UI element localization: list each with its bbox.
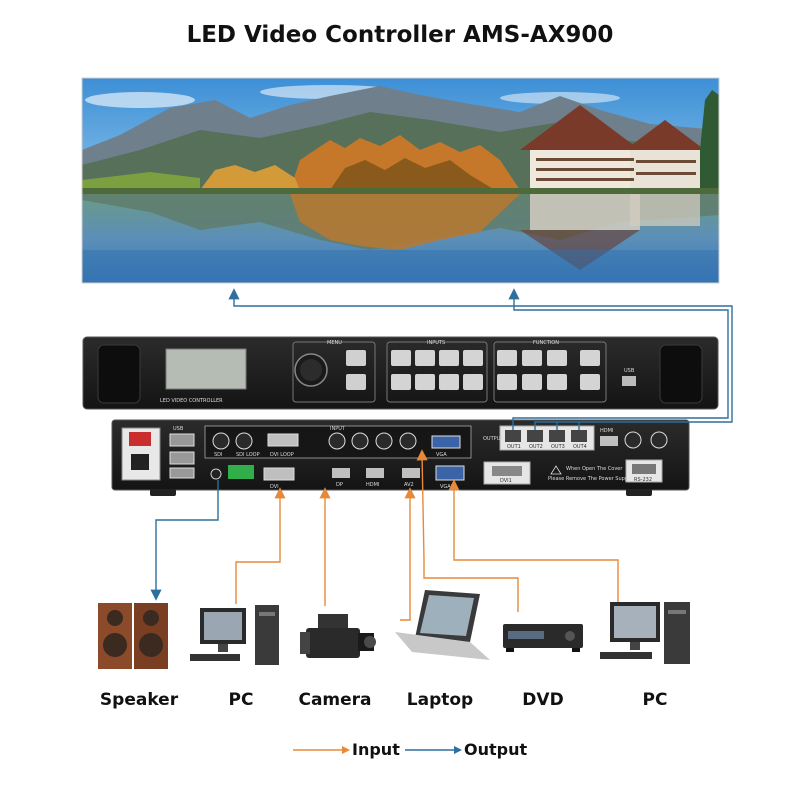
warning-text-line1: When Open The Cover bbox=[566, 466, 623, 472]
input-line-laptop bbox=[400, 487, 416, 621]
input-line-pc-right bbox=[448, 479, 619, 606]
page-title: LED Video Controller AMS-AX900 bbox=[186, 22, 614, 48]
power-socket[interactable] bbox=[131, 454, 149, 470]
rs232-port[interactable] bbox=[632, 464, 656, 474]
device-label-camera: Camera bbox=[298, 690, 372, 710]
dvi1-output-port[interactable] bbox=[492, 466, 522, 476]
svg-text:SDI: SDI bbox=[214, 452, 223, 458]
svg-text:DVI LOOP: DVI LOOP bbox=[270, 452, 294, 458]
output-line-screen-1 bbox=[508, 288, 729, 430]
input-line-pc-left bbox=[235, 487, 286, 604]
output-ports[interactable] bbox=[505, 430, 587, 442]
power-switch[interactable] bbox=[129, 432, 151, 446]
svg-text:DVI: DVI bbox=[270, 484, 279, 490]
function-buttons[interactable] bbox=[497, 350, 600, 390]
out4-label: OUT4 bbox=[573, 444, 587, 450]
bnc-connectors[interactable] bbox=[212, 432, 417, 450]
front-brand-label: LED VIDEO CONTROLLER bbox=[160, 398, 223, 404]
hdmi-output-port[interactable] bbox=[600, 436, 618, 446]
menu-button-down[interactable] bbox=[346, 374, 366, 390]
hdmi-port[interactable] bbox=[366, 468, 384, 478]
device-label-pc-left: PC bbox=[228, 690, 254, 710]
input-line-dvd bbox=[416, 449, 519, 612]
output-line-screen-2 bbox=[228, 288, 733, 430]
device-label-pc-right: PC bbox=[642, 690, 668, 710]
svg-text:RS-232: RS-232 bbox=[634, 477, 652, 483]
svg-text:HDMI: HDMI bbox=[600, 428, 613, 434]
svg-text:DP: DP bbox=[336, 482, 343, 488]
svg-text:SDI LOOP: SDI LOOP bbox=[236, 452, 260, 458]
warning-text-line2: Please Remove The Power Supply bbox=[548, 476, 632, 482]
device-label-speaker: Speaker bbox=[99, 690, 179, 710]
legend-input-label: Input bbox=[352, 740, 400, 759]
legend-output-label: Output bbox=[464, 740, 528, 759]
laptop-icon bbox=[395, 590, 490, 660]
svg-text:DVI1: DVI1 bbox=[500, 478, 512, 484]
pc-right-icon bbox=[600, 602, 690, 664]
output-line-speaker bbox=[150, 480, 219, 601]
speaker-icon bbox=[98, 603, 168, 669]
dvi-loop-port[interactable] bbox=[267, 433, 299, 447]
svg-text:AV2: AV2 bbox=[404, 482, 414, 488]
out3-label: OUT3 bbox=[551, 444, 565, 450]
front-usb-label: USB bbox=[624, 368, 635, 374]
out1-label: OUT1 bbox=[507, 444, 521, 450]
camera-icon bbox=[300, 614, 376, 658]
front-usb-port[interactable] bbox=[622, 376, 636, 386]
vga-port[interactable] bbox=[431, 435, 461, 449]
out2-label: OUT2 bbox=[529, 444, 543, 450]
svg-text:VGA: VGA bbox=[436, 452, 447, 458]
dp-port[interactable] bbox=[332, 468, 350, 478]
input-buttons[interactable] bbox=[391, 350, 483, 390]
menu-button-up[interactable] bbox=[346, 350, 366, 366]
audio-jack[interactable] bbox=[210, 468, 222, 480]
output-area-label: OUTPUT bbox=[483, 436, 504, 442]
dvd-icon bbox=[503, 624, 583, 652]
menu-section-label: MENU bbox=[327, 340, 342, 346]
svg-text:HDMI: HDMI bbox=[366, 482, 379, 488]
av2-port[interactable] bbox=[402, 468, 420, 478]
pc-left-icon bbox=[190, 605, 279, 665]
svg-text:VGA2: VGA2 bbox=[440, 484, 454, 490]
audio-terminal[interactable] bbox=[228, 465, 254, 479]
inputs-section-label: INPUTS bbox=[427, 340, 445, 346]
device-label-dvd: DVD bbox=[522, 690, 564, 710]
svg-text:USB: USB bbox=[173, 426, 184, 432]
device-label-laptop: Laptop bbox=[406, 690, 474, 710]
function-section-label: FUNCTION bbox=[533, 340, 559, 346]
dvi-input-port[interactable] bbox=[263, 467, 295, 481]
input-area-label: INPUT bbox=[330, 426, 346, 432]
warning-icon bbox=[550, 465, 562, 475]
